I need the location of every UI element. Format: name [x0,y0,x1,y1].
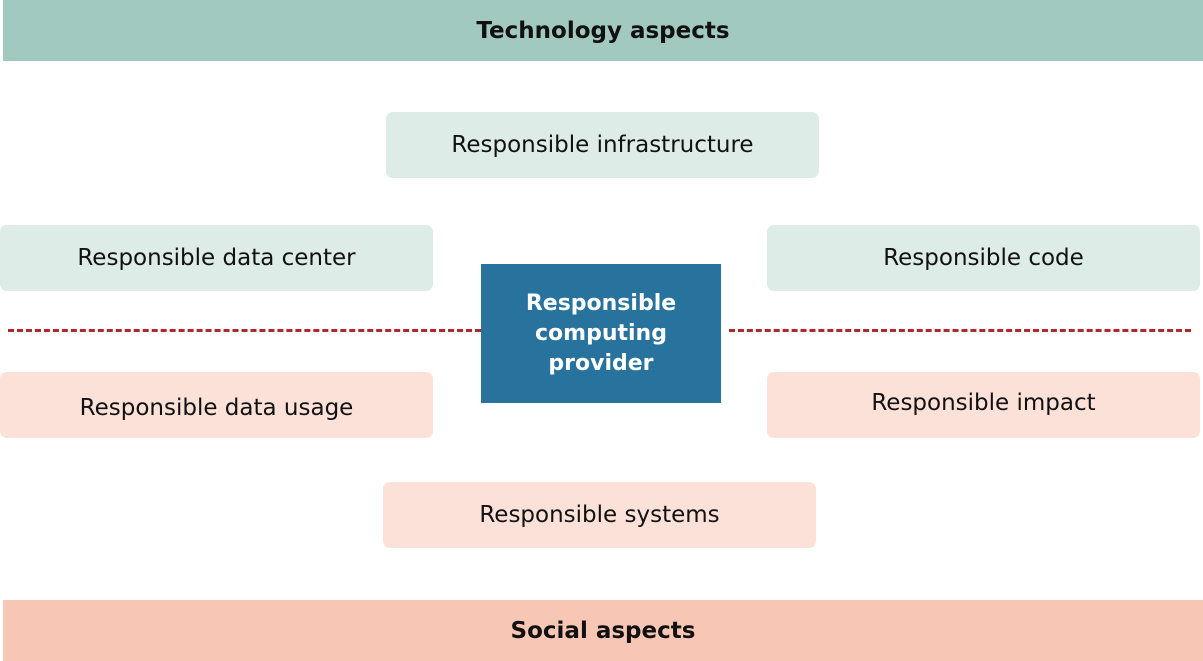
responsible-systems-box: Responsible systems [383,482,816,548]
responsible-data-usage-box: Responsible data usage [0,372,433,438]
responsible-impact-label: Responsible impact [871,390,1096,416]
responsible-code-box: Responsible code [767,225,1200,291]
responsible-data-usage-label: Responsible data usage [79,395,354,421]
divider-line-right [729,329,1191,332]
technology-aspects-label: Technology aspects [476,17,730,44]
responsible-impact-box: Responsible impact [767,372,1200,438]
responsible-computing-provider-label: Responsible computing provider [525,290,677,376]
technology-aspects-banner: Technology aspects [3,0,1203,61]
responsible-code-label: Responsible code [883,245,1084,271]
responsible-computing-provider-box: Responsible computing provider [481,264,721,403]
social-aspects-label: Social aspects [510,617,696,644]
responsible-infrastructure-label: Responsible infrastructure [451,132,754,158]
social-aspects-banner: Social aspects [3,600,1203,661]
responsible-systems-label: Responsible systems [479,502,720,528]
responsible-infrastructure-box: Responsible infrastructure [386,112,819,178]
responsible-data-center-label: Responsible data center [77,245,356,271]
responsible-data-center-box: Responsible data center [0,225,433,291]
divider-line-left [8,329,481,332]
